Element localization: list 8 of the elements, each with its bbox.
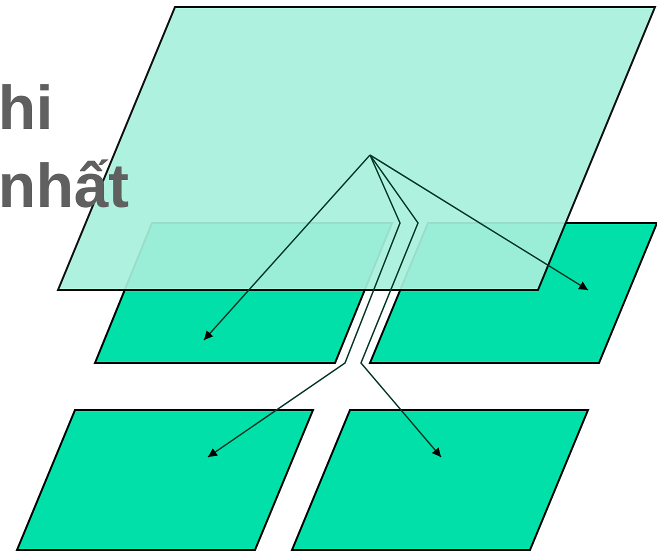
- plane-shape: [292, 410, 588, 550]
- plane-shape: [17, 410, 313, 550]
- arrow: [370, 154, 588, 291]
- plane-shape: [370, 223, 657, 363]
- arrow: [208, 154, 401, 458]
- arrow: [203, 154, 371, 340]
- heading-text: hi: [0, 78, 54, 140]
- arrow: [360, 154, 442, 458]
